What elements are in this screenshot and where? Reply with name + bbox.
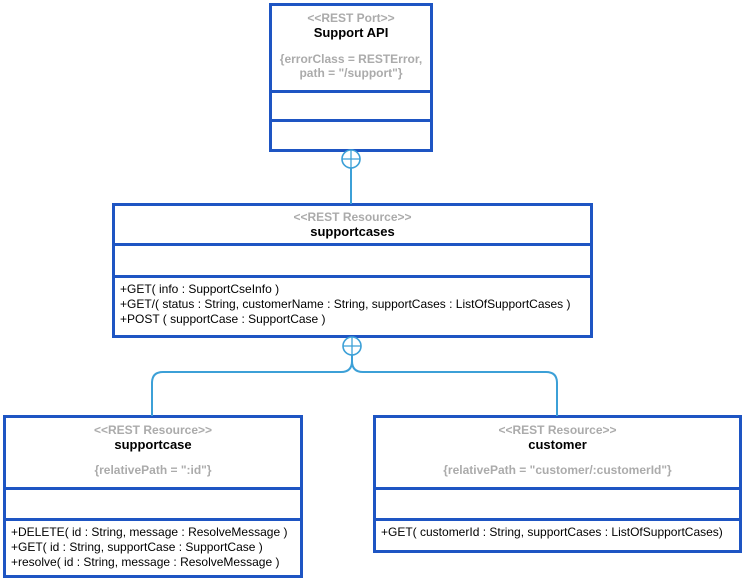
- node-title-compartment: <<REST Resource>> customer {relativePath…: [376, 418, 739, 487]
- node-properties: {errorClass = RESTError, path = "/suppor…: [272, 52, 430, 80]
- property-line: {relativePath = "customer/:customerId"}: [443, 463, 672, 477]
- operation-item: +GET/( status : String, customerName : S…: [120, 297, 571, 311]
- property-line: {errorClass = RESTError,: [279, 52, 423, 66]
- property-line: path = "/support"}: [299, 66, 403, 80]
- stereotype-label: <<REST Resource>>: [93, 423, 213, 437]
- node-title-compartment: <<REST Resource>> supportcase {relativeP…: [6, 418, 300, 487]
- node-name: Support API: [313, 25, 389, 40]
- node-name: supportcase: [114, 437, 192, 452]
- node-title-compartment: <<REST Port>> Support API {errorClass = …: [272, 6, 430, 90]
- node-name: supportcases: [310, 224, 395, 239]
- operation-item: +resolve( id : String, message : Resolve…: [11, 555, 280, 569]
- operations-compartment: [272, 119, 430, 149]
- operation-item: +POST ( supportCase : SupportCase ): [120, 312, 326, 326]
- property-line: {relativePath = ":id"}: [94, 463, 212, 477]
- node-support-api: <<REST Port>> Support API {errorClass = …: [269, 3, 433, 152]
- node-supportcase: <<REST Resource>> supportcase {relativeP…: [3, 415, 303, 578]
- operation-item: +DELETE( id : String, message : ResolveM…: [11, 525, 288, 539]
- operations-compartment: +GET( info : SupportCseInfo ) +GET/( sta…: [115, 275, 590, 335]
- operation-item: +GET( customerId : String, supportCases …: [381, 525, 723, 539]
- attributes-compartment: [115, 243, 590, 275]
- stereotype-label: <<REST Port>>: [307, 11, 395, 25]
- attributes-compartment: [6, 487, 300, 518]
- node-properties: {relativePath = "customer/:customerId"}: [376, 463, 739, 477]
- attributes-compartment: [376, 487, 739, 518]
- operations-compartment: +DELETE( id : String, message : ResolveM…: [6, 518, 300, 575]
- operations-compartment: +GET( customerId : String, supportCases …: [376, 518, 739, 550]
- attributes-compartment: [272, 90, 430, 119]
- node-supportcases: <<REST Resource>> supportcases +GET( inf…: [112, 203, 593, 338]
- node-properties: {relativePath = ":id"}: [6, 463, 300, 477]
- containment-link-supportcases-to-customer: [351, 352, 558, 416]
- node-title-compartment: <<REST Resource>> supportcases: [115, 206, 590, 243]
- circle-plus-icon: [341, 149, 361, 169]
- stereotype-label: <<REST Resource>>: [293, 210, 412, 224]
- node-name: customer: [528, 437, 587, 452]
- stereotype-label: <<REST Resource>>: [498, 423, 617, 437]
- operation-item: +GET( info : SupportCseInfo ): [120, 282, 280, 296]
- operation-item: +GET( id : String, supportCase : Support…: [11, 540, 263, 554]
- node-customer: <<REST Resource>> customer {relativePath…: [373, 415, 742, 553]
- circle-plus-icon: [342, 336, 362, 356]
- containment-link-supportcases-to-supportcase: [151, 352, 353, 416]
